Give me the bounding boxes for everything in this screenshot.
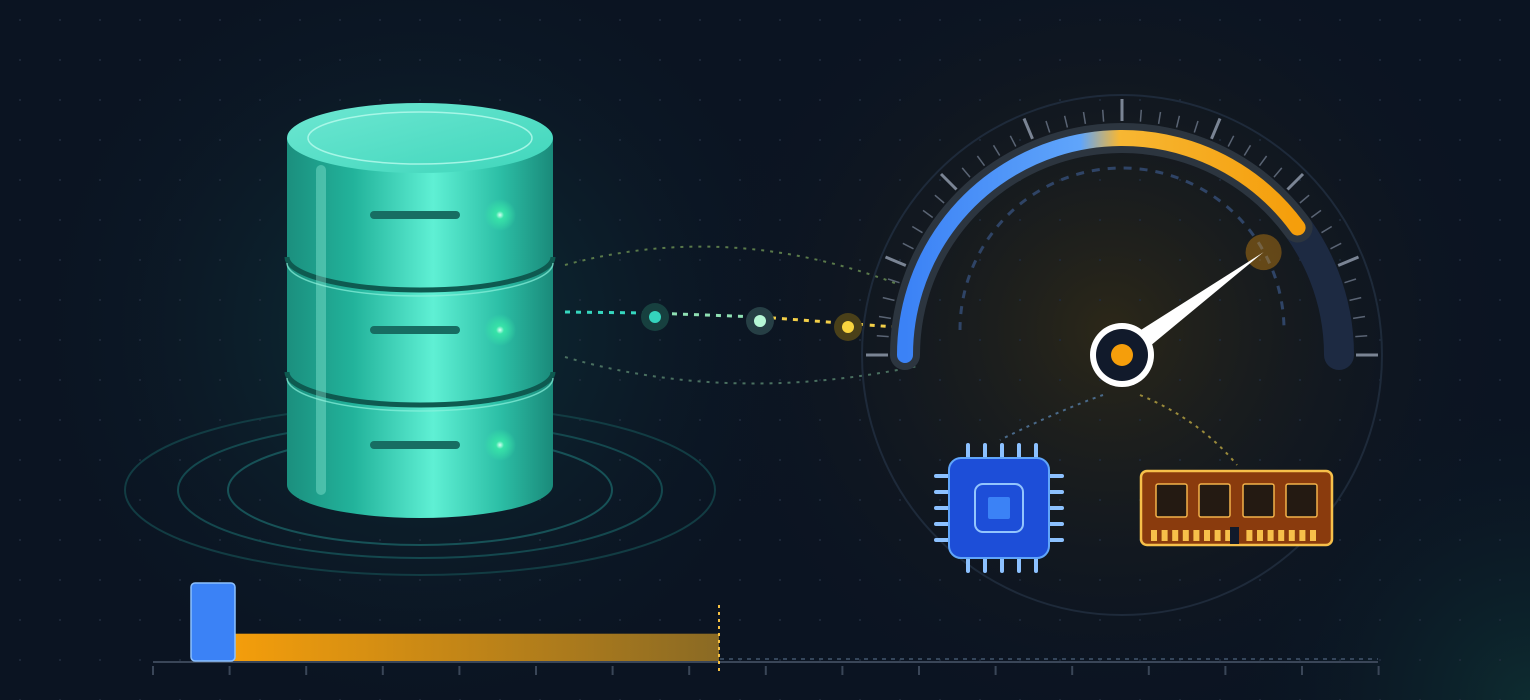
gauge-tick	[1286, 172, 1305, 191]
gauge-tick	[882, 296, 895, 302]
gauge-tick	[922, 209, 934, 219]
ram-pin	[1267, 530, 1274, 541]
gauge-tick	[961, 167, 971, 178]
gauge-tick	[911, 225, 923, 234]
gauge-tick	[992, 144, 1001, 156]
ram-pin	[1310, 530, 1316, 541]
data-flow-connectors	[564, 245, 919, 385]
ram-pins	[1151, 530, 1316, 541]
ram-pin	[1151, 530, 1157, 541]
gauge-ticks	[866, 99, 1378, 357]
gauge-tick	[1175, 115, 1181, 128]
gauge-tick	[1310, 209, 1322, 219]
timeline-bar-secondary	[230, 633, 719, 661]
gauge-tick	[939, 172, 958, 191]
gauge-tick	[1193, 120, 1199, 133]
data-packets	[641, 303, 862, 341]
ram-pin	[1182, 530, 1189, 541]
gauge-tick	[976, 155, 986, 167]
gauge-tick	[1045, 120, 1051, 133]
cpu-chip-icon	[934, 443, 1064, 573]
gauge-tick	[1330, 242, 1342, 250]
gauge-tick	[1022, 117, 1034, 140]
gauge-tick	[1157, 111, 1162, 125]
gauge-tick	[1243, 144, 1252, 156]
gauge-tick	[934, 194, 945, 204]
timeline-ticks	[152, 666, 1380, 675]
gauge-tick	[1273, 167, 1283, 178]
gauge-tick	[1337, 255, 1360, 267]
gauge-tick	[1082, 111, 1087, 125]
gauge-tick	[1210, 117, 1222, 140]
database-cylinder-icon	[284, 103, 556, 518]
timeline-bar-primary	[190, 582, 236, 662]
gauge-tick	[878, 315, 892, 320]
ram-pin	[1257, 530, 1263, 541]
ram-pin	[1288, 530, 1295, 541]
gauge-tick	[1344, 278, 1357, 284]
gauge-tick	[1009, 135, 1017, 147]
speedometer-gauge-icon	[861, 94, 1383, 616]
ram-module-icon	[1139, 469, 1334, 547]
gauge-tick	[1258, 155, 1268, 167]
gauge-tick	[1321, 225, 1333, 234]
ram-pin	[1214, 530, 1221, 541]
gauge-tick	[884, 255, 907, 267]
gauge-tick	[1349, 296, 1362, 302]
gauge-tick	[876, 334, 889, 338]
ram-pin	[1204, 530, 1210, 541]
ram-pin	[1299, 530, 1306, 541]
ram-pin	[1193, 530, 1200, 541]
gauge-tick	[1101, 109, 1105, 122]
gauge-needle	[1115, 252, 1264, 364]
ram-pin	[1246, 530, 1253, 541]
gauge-tick	[887, 278, 900, 284]
gauge-tick	[1352, 315, 1366, 320]
gauge-tick	[1227, 135, 1235, 147]
ram-pin	[1161, 530, 1168, 541]
gauge-tick	[1063, 115, 1069, 128]
gauge-tick	[1355, 334, 1368, 338]
gauge-tick	[902, 242, 914, 250]
gauge-fill	[897, 129, 1306, 363]
gauge-tick	[1139, 109, 1143, 122]
hub-connectors	[999, 394, 1238, 466]
timeline-bars	[152, 582, 1380, 675]
ram-pin	[1225, 530, 1232, 541]
ram-pin	[1278, 530, 1285, 541]
ram-pin	[1172, 530, 1179, 541]
gauge-tick	[1299, 194, 1310, 204]
